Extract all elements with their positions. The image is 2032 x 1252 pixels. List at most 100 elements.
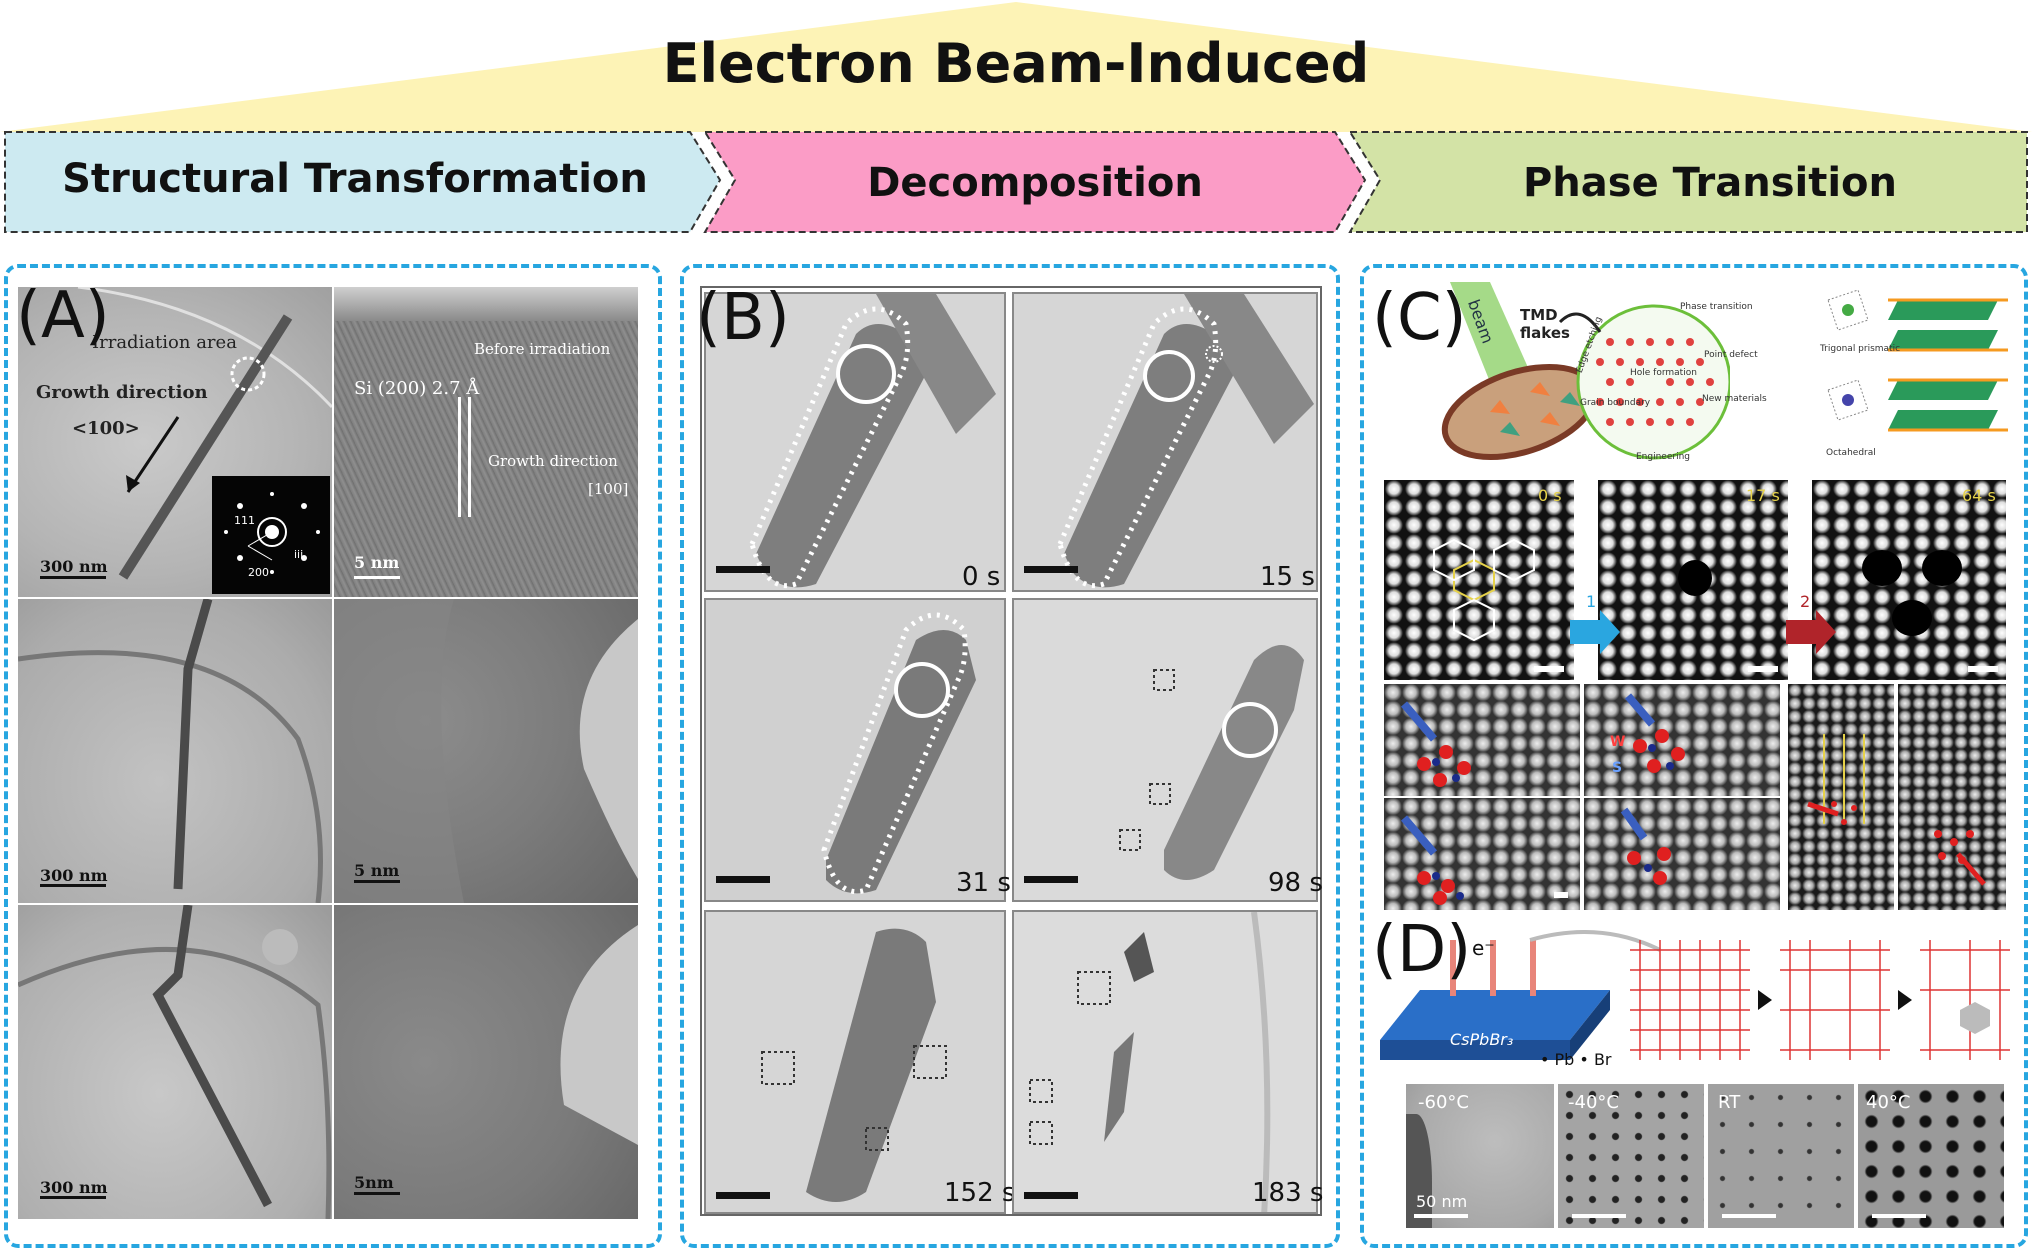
diffraction-label-111: 111: [234, 514, 255, 527]
label-direction-index: <100>: [72, 418, 140, 439]
scale-bar-c3: [1968, 666, 1998, 672]
stage-arrow-structural: [4, 131, 722, 233]
label-phase-transition: Phase transition: [1680, 302, 1753, 312]
scale-bar-d4: [1872, 1214, 1926, 1218]
panel-c-d: [1360, 264, 2028, 1248]
stage-arrow-decomposition: [703, 131, 1367, 233]
time-label-b5: 152 s: [944, 1178, 1016, 1208]
scale-label-a6: 5nm: [354, 1173, 394, 1192]
hrtem-image-a3: [334, 905, 638, 1219]
scale-bar-d3: [1722, 1214, 1776, 1218]
temp-label-d2: -40°C: [1568, 1092, 1619, 1113]
tem-frame-b6: [1012, 910, 1318, 1214]
time-label-b2: 15 s: [1260, 562, 1315, 592]
atomic-frame-c9: [1898, 684, 2006, 910]
scale-bar-d1: [1414, 1214, 1468, 1218]
legend-pb-br: • Pb • Br: [1540, 1050, 1612, 1069]
scale-bar-b1: [716, 566, 770, 573]
arrow-number-2: 2: [1800, 592, 1811, 611]
time-label-b3: 31 s: [956, 868, 1011, 898]
label-trigonal-prismatic: Trigonal prismatic: [1820, 344, 1901, 354]
atomic-frame-c4: [1384, 684, 1580, 796]
temp-label-d3: RT: [1718, 1092, 1741, 1113]
scale-label-a4: 5 nm: [354, 861, 400, 880]
scale-bar-a6: [354, 1192, 400, 1195]
scale-bar-b5: [716, 1192, 770, 1199]
main-title: Electron Beam-Induced: [662, 32, 1370, 95]
atomic-frame-c7: [1584, 798, 1780, 910]
scale-bar-b4: [1024, 876, 1078, 883]
scale-bar-c2: [1748, 666, 1778, 672]
panel-b-label: (B): [696, 281, 790, 355]
diffraction-label-200: 200: [248, 566, 269, 579]
scale-bar-c5: [1554, 892, 1568, 898]
scale-bar-a5: [40, 1196, 106, 1199]
crystal-structures: [1827, 289, 2008, 432]
label-irradiation-area: Irradiation area: [92, 332, 237, 353]
label-lattice: Si (200) 2.7 Å: [354, 378, 480, 399]
scale-label-a1: 300 nm: [40, 557, 108, 576]
diffraction-label-iii: iii: [294, 548, 304, 561]
tem-frame-d3: [1708, 1084, 1854, 1228]
panel-c-label: (C): [1372, 281, 1467, 355]
hrtem-image-a1: [334, 287, 638, 597]
stem-frame-c2: [1598, 480, 1788, 680]
tem-frame-b2: [1012, 292, 1318, 592]
scale-bar-a2: [354, 576, 400, 579]
tem-image-a3: [18, 905, 332, 1219]
scale-bar-b6: [1024, 1192, 1078, 1199]
stage-label-structural: Structural Transformation: [62, 156, 648, 202]
frame-label-c3: 64 s: [1962, 486, 1996, 505]
atom-label-s: S: [1612, 760, 1623, 776]
label-growth-direction: Growth direction: [36, 382, 208, 403]
scale-bar-a1: [40, 576, 106, 579]
label-growth-direction-2: Growth direction: [488, 452, 618, 470]
scale-bar-b3: [716, 876, 770, 883]
label-new-materials: New materials: [1702, 394, 1767, 404]
arrow-number-1: 1: [1586, 592, 1597, 611]
label-engineering: Engineering: [1636, 452, 1690, 462]
stem-frame-c3: [1812, 480, 2006, 680]
scale-bar-c1: [1534, 666, 1564, 672]
label-direction-index-2: [100]: [588, 480, 629, 498]
atomic-frame-c6: [1584, 684, 1780, 796]
atomic-frame-c8: [1788, 684, 1894, 910]
tem-frame-b3: [704, 598, 1006, 902]
stage-label-decomposition: Decomposition: [867, 160, 1203, 206]
label-tmd-flakes: TMD flakes: [1520, 306, 1570, 342]
scale-label-a5: 300 nm: [40, 1178, 108, 1197]
header-triangle: [0, 2, 2032, 132]
panel-b: [680, 264, 1340, 1248]
transition-arrows: [1570, 610, 1836, 654]
frame-label-c1: 0 s: [1538, 486, 1562, 505]
label-electron: e⁻: [1472, 936, 1495, 960]
stage-arrow-phase: [1348, 131, 2028, 233]
tem-frame-d4: [1858, 1084, 2004, 1228]
hrtem-image-a2: [334, 599, 638, 903]
tem-frame-b4: [1012, 598, 1318, 902]
time-label-b1: 0 s: [962, 562, 1001, 592]
stage-label-phase: Phase Transition: [1522, 160, 1898, 206]
temp-label-d4: 40°C: [1866, 1092, 1911, 1113]
time-label-b6: 183 s: [1252, 1178, 1324, 1208]
scale-bar-d2: [1572, 1214, 1626, 1218]
stem-frame-c1: [1384, 480, 1574, 680]
label-cspbbr3: CsPbBr₃: [1450, 1030, 1514, 1049]
label-point-defect: Point defect: [1704, 350, 1758, 360]
tem-image-a2: [18, 599, 332, 903]
frame-label-c2: 17 s: [1746, 486, 1780, 505]
diffraction-inset: 111 200 iii: [212, 476, 330, 594]
temp-label-d1: -60°C: [1418, 1092, 1469, 1113]
atom-label-w: W: [1610, 734, 1626, 750]
scale-label-a3: 300 nm: [40, 866, 108, 885]
cspbbr3-schematic: [1380, 930, 2010, 1060]
scale-bar-a3: [40, 884, 106, 887]
label-before-irradiation: Before irradiation: [474, 340, 611, 358]
header-graphic: [0, 2, 2032, 233]
panel-a: [4, 264, 662, 1248]
panel-a-label: (A): [16, 279, 110, 353]
scale-bar-a4: [354, 880, 400, 883]
label-octahedral: Octahedral: [1826, 448, 1876, 458]
scale-label-d: 50 nm: [1416, 1192, 1468, 1211]
time-label-b4: 98 s: [1268, 868, 1323, 898]
